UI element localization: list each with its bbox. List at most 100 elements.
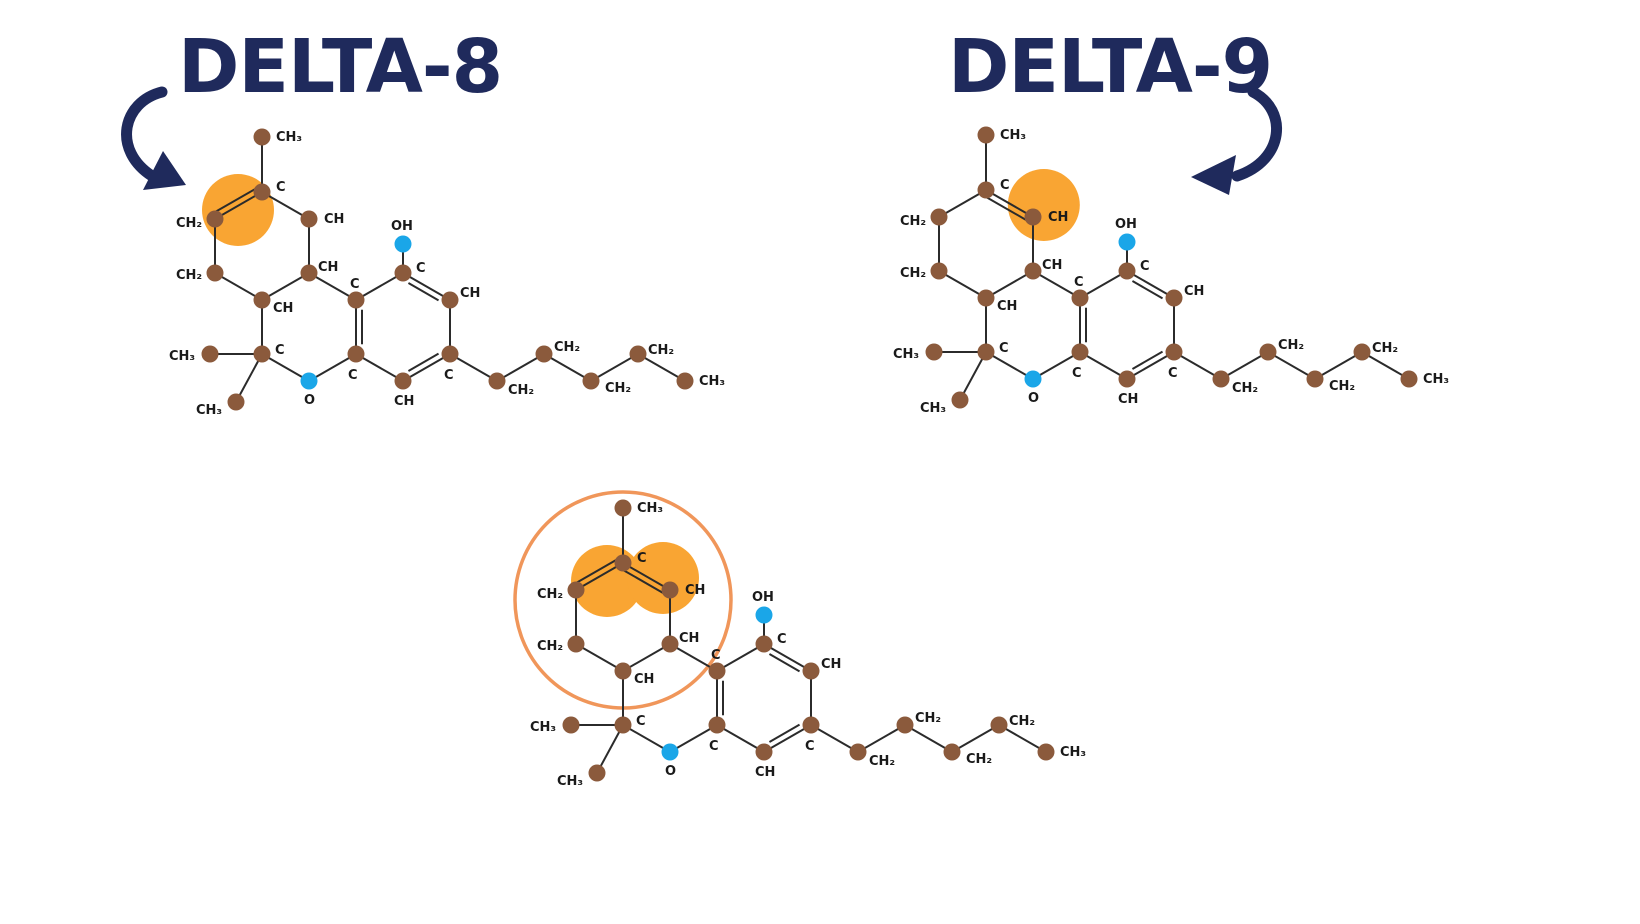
- bond: [904, 724, 953, 753]
- atom-label: C: [444, 368, 454, 383]
- carbon-atom: [1037, 743, 1055, 761]
- bond: [496, 353, 545, 382]
- carbon-atom: [253, 183, 271, 201]
- carbon-atom: [977, 181, 995, 199]
- bond: [763, 724, 812, 753]
- carbon-atom: [943, 743, 961, 761]
- bond: [763, 643, 812, 672]
- carbon-atom: [1024, 208, 1042, 226]
- carbon-atom: [802, 716, 820, 734]
- double-bond-line: [982, 194, 1031, 224]
- carbon-atom: [588, 764, 606, 782]
- bond: [716, 643, 765, 672]
- carbon-atom: [614, 499, 632, 517]
- atom-label: C: [805, 739, 815, 754]
- carbon-atom: [1306, 370, 1324, 388]
- carbon-atom: [977, 289, 995, 307]
- double-bond-highlight: [627, 542, 699, 614]
- carbon-atom: [300, 264, 318, 282]
- molecule-delta8: CH₃CCHCH₂CH₂CHCHCCH₃CH₃OCCCOHCHCCHCH₂CH₂…: [169, 128, 725, 418]
- atom-label: CH₃: [196, 403, 222, 418]
- carbon-atom: [347, 291, 365, 309]
- atom-label: C: [637, 551, 647, 566]
- double-bond-line: [1131, 350, 1164, 370]
- atom-label: C: [348, 368, 358, 383]
- bond: [449, 353, 498, 382]
- bond: [985, 189, 1034, 218]
- curved-arrow-icon: [143, 151, 186, 190]
- carbon-atom: [896, 716, 914, 734]
- carbon-atom: [990, 716, 1008, 734]
- carbon-atom: [394, 372, 412, 390]
- carbon-atom: [977, 343, 995, 361]
- bond: [1079, 270, 1128, 299]
- atom-label: CH₃: [1000, 128, 1026, 143]
- carbon-atom: [849, 743, 867, 761]
- atom-label: C: [1074, 275, 1084, 290]
- atom-label: OH: [752, 590, 774, 605]
- atom-label: CH₂: [508, 383, 534, 398]
- carbon-atom: [1165, 343, 1183, 361]
- bond: [575, 643, 624, 672]
- carbon-atom: [1118, 370, 1136, 388]
- carbon-atom: [1353, 343, 1371, 361]
- carbon-atom: [394, 264, 412, 282]
- double-bond-line: [211, 185, 260, 215]
- bond: [402, 353, 451, 382]
- molecule-delta9: CH₃CCHCH₂CH₂CHCHCCH₃CH₃OCCCOHCHCCHCH₂CH₂…: [893, 126, 1449, 416]
- carbon-atom: [227, 393, 245, 411]
- carbon-atom: [488, 372, 506, 390]
- carbon-atom: [708, 662, 726, 680]
- carbon-atom: [567, 635, 585, 653]
- carbon-atom: [1165, 289, 1183, 307]
- bond: [1173, 351, 1222, 380]
- atom-label: CH₂: [537, 639, 563, 654]
- bond: [1079, 351, 1128, 380]
- bond: [590, 353, 639, 382]
- carbon-atom: [755, 635, 773, 653]
- atom-label: CH₂: [648, 343, 674, 358]
- carbon-atom: [253, 128, 271, 146]
- carbon-atom: [347, 345, 365, 363]
- bond: [575, 562, 624, 591]
- atom-label: C: [709, 739, 719, 754]
- atom-label: C: [275, 343, 285, 358]
- carbon-atom: [755, 743, 773, 761]
- atom-label: CH₃: [699, 374, 725, 389]
- atom-label: O: [304, 393, 315, 408]
- bond: [1314, 351, 1363, 380]
- carbon-atom: [629, 345, 647, 363]
- bond: [951, 724, 1000, 753]
- atom-label: CH₂: [900, 266, 926, 281]
- atom-label: CH₂: [176, 216, 202, 231]
- atom-label: CH: [1184, 284, 1204, 299]
- atom-label: CH₃: [557, 774, 583, 789]
- curved-arrow-icon: [1231, 86, 1282, 182]
- bond: [1126, 270, 1175, 299]
- atom-label: CH₃: [530, 720, 556, 735]
- atom-label: CH₂: [1329, 379, 1355, 394]
- atom-label: CH₂: [1372, 341, 1398, 356]
- atom-label: CH: [273, 301, 293, 316]
- carbon-atom: [614, 716, 632, 734]
- bond: [261, 272, 310, 301]
- bond: [1220, 351, 1269, 380]
- atom-label: OH: [391, 219, 413, 234]
- carbon-atom: [930, 208, 948, 226]
- bond: [985, 270, 1034, 299]
- atom-label: CH₂: [869, 754, 895, 769]
- bond: [985, 351, 1034, 380]
- oxygen-atom: [755, 606, 773, 624]
- atom-label: CH: [755, 765, 775, 780]
- carbon-atom: [1259, 343, 1277, 361]
- carbon-atom: [930, 262, 948, 280]
- atom-label: C: [1140, 259, 1150, 274]
- bond: [622, 562, 671, 591]
- carbon-atom: [676, 372, 694, 390]
- double-bond-highlight: [1007, 169, 1080, 241]
- bond: [235, 353, 263, 403]
- carbon-atom: [441, 291, 459, 309]
- atom-label: C: [636, 714, 646, 729]
- carbon-atom: [582, 372, 600, 390]
